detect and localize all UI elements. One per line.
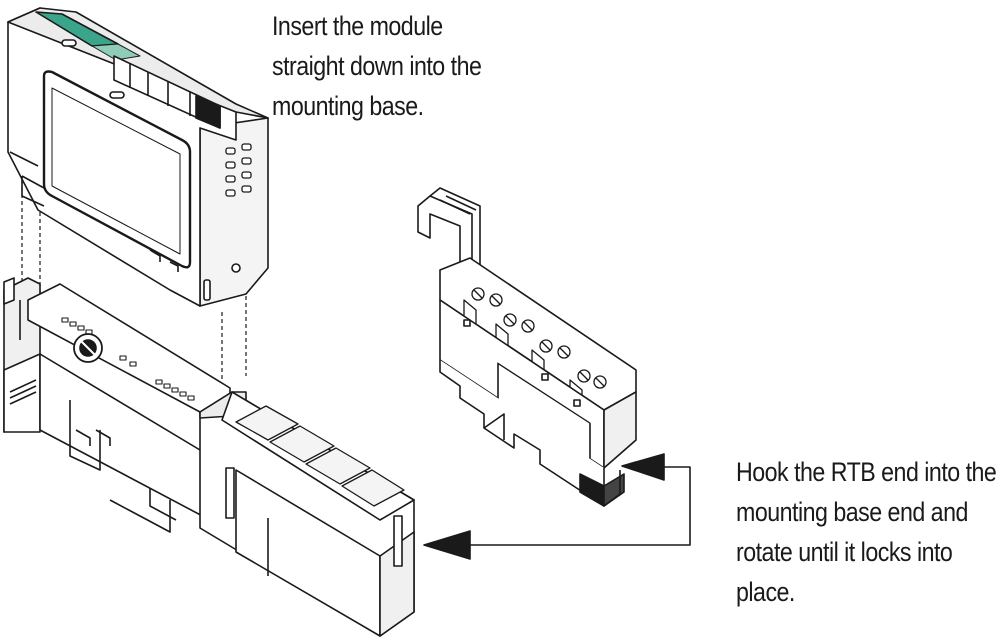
callout-line: Insert the module <box>272 11 443 41</box>
callout-line: rotate until it locks into <box>736 537 953 567</box>
io-module-illustration <box>7 7 269 307</box>
callout-line: straight down into the <box>272 51 482 81</box>
callout-line: mounting base end and <box>736 497 968 527</box>
alignment-guides <box>21 180 247 380</box>
callout-line: mounting base. <box>272 91 424 121</box>
arrowhead-left-icon <box>423 530 471 560</box>
arrow-rtb-callout <box>423 453 691 560</box>
callout-line: place. <box>736 577 795 607</box>
arrowhead-left-icon <box>621 453 665 481</box>
removable-terminal-block-illustration <box>417 187 637 507</box>
callout-insert-module: Insert the module straight down into the… <box>272 6 482 126</box>
callout-line: Hook the RTB end into the <box>736 457 997 487</box>
mounting-base-illustration <box>3 277 415 637</box>
callout-hook-rtb: Hook the RTB end into the mounting base … <box>736 452 997 612</box>
